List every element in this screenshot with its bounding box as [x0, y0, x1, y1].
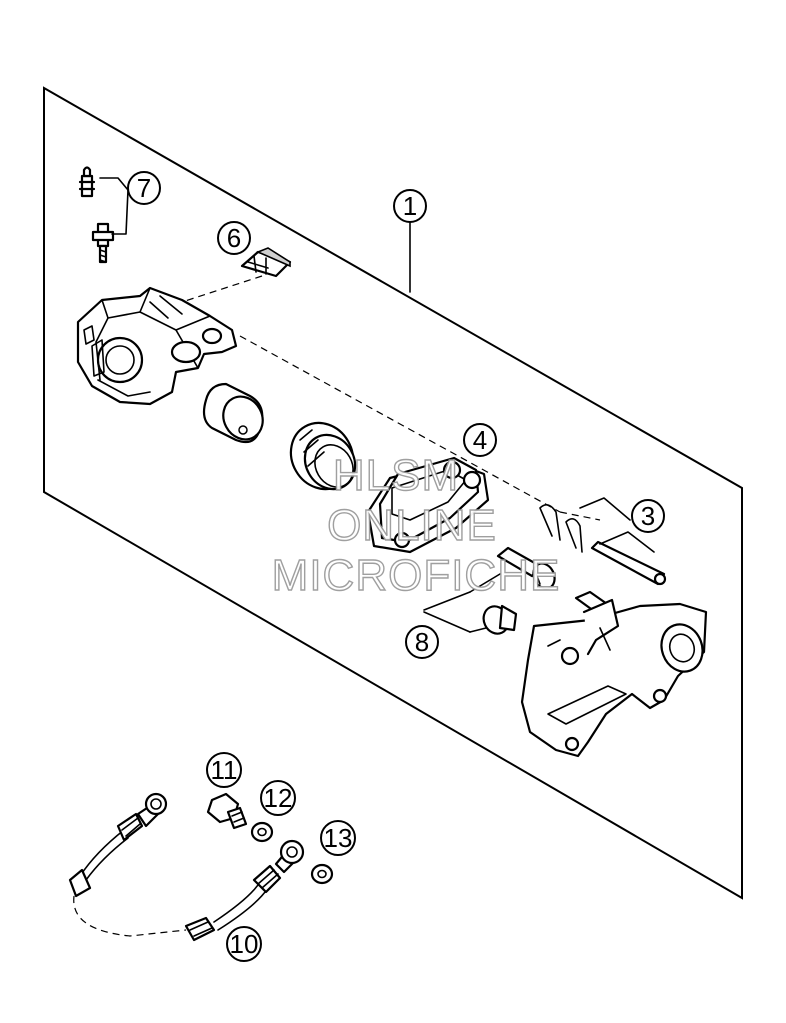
piston-seal-ring [289, 421, 357, 491]
caliper-piston [202, 382, 264, 444]
callout-6: 6 [217, 221, 251, 255]
callout-11-label: 11 [211, 755, 238, 785]
callout-12: 12 [260, 780, 296, 816]
watermark-line-2: ONLINE [327, 501, 497, 550]
part-13-sealing-washer [310, 863, 334, 885]
watermark-line-1: HLSM [333, 451, 459, 500]
callout-12-label: 12 [264, 783, 293, 813]
callout-13-label: 13 [324, 823, 353, 853]
callout-8: 8 [405, 625, 439, 659]
callout-3: 3 [631, 499, 665, 533]
watermark-line-3: MICROFICHE [272, 551, 561, 600]
callout-8-label: 8 [415, 627, 429, 657]
callout-1-label: 1 [403, 191, 417, 221]
callout-3-label: 3 [641, 501, 655, 531]
caliper-bracket [520, 590, 708, 758]
caliper-body [76, 286, 238, 406]
part-10-brake-hose [68, 792, 305, 942]
assembly-panel-outline [43, 86, 743, 900]
callout-10: 10 [226, 926, 262, 962]
callout-13: 13 [320, 820, 356, 856]
callout-7: 7 [127, 171, 161, 205]
callout-11: 11 [206, 752, 242, 788]
callout-1: 1 [393, 189, 427, 223]
callout-4-label: 4 [473, 425, 487, 455]
part-6-pad-spring [240, 247, 292, 278]
part-11-banjo-bolt [206, 792, 248, 830]
part-7-bleeder-screws [78, 166, 129, 264]
part-12-sealing-washer [250, 821, 274, 843]
part-3-pad-pin-and-clips [539, 497, 667, 586]
part-8-bushings [423, 546, 556, 635]
part-4-brake-pads [366, 456, 490, 554]
callout-4: 4 [463, 423, 497, 457]
callout-10-label: 10 [230, 929, 259, 959]
callout-7-label: 7 [137, 173, 151, 203]
watermark: HLSM ONLINE MICROFICHE [271, 450, 561, 600]
callout-6-label: 6 [227, 223, 241, 253]
